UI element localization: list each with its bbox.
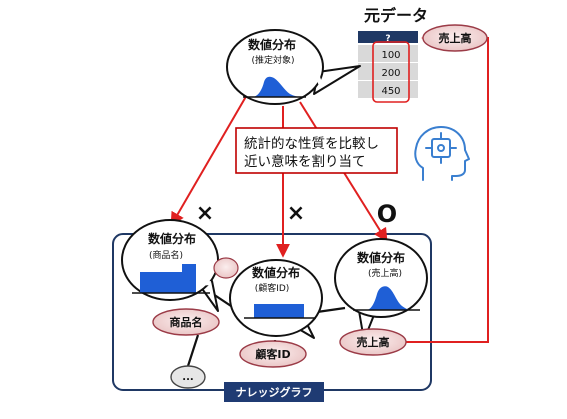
sales-tag-label: 売上高 — [357, 335, 390, 349]
knowledge-graph-label: ナレッジグラフ — [224, 382, 324, 402]
more-node-shape — [170, 365, 206, 389]
original-data-header-text: ? — [385, 34, 390, 44]
sales-title: 数値分布 — [357, 250, 405, 265]
product-node: 数値分布 (商品名) 商品名 — [121, 219, 239, 336]
sales-subtitle: (売上高) — [368, 267, 402, 279]
original-data-header — [358, 31, 418, 43]
customer-subtitle: (顧客ID) — [255, 282, 290, 294]
product-hidden-tag — [213, 257, 239, 279]
sales-tag-top: 売上高 — [422, 24, 488, 52]
mark-middle: × — [287, 201, 305, 226]
original-data: 元データ ? 100 200 450 — [358, 6, 428, 103]
mark-left: × — [196, 201, 214, 226]
sales-tag-top-shape — [422, 24, 488, 52]
knowledge-graph-label-bar — [224, 382, 324, 402]
original-data-title: 元データ — [364, 6, 428, 25]
arrow-to-product — [170, 92, 249, 227]
edge-product-more — [186, 334, 200, 367]
estimation-subtitle: (推定対象) — [251, 54, 294, 66]
customer-tag-shape — [239, 340, 307, 368]
comparison-note-line2: 近い意味を割り当て — [244, 153, 366, 170]
customer-tag-label: 顧客ID — [255, 347, 290, 361]
comparison-note-line1: 統計的な性質を比較し — [244, 136, 379, 152]
product-distribution-shape — [140, 264, 196, 293]
more-node: ... — [170, 365, 206, 389]
product-title: 数値分布 — [148, 231, 196, 246]
knowledge-graph-label-text: ナレッジグラフ — [236, 385, 313, 399]
customer-node: 数値分布 (顧客ID) 顧客ID — [229, 259, 323, 368]
ai-head-icon — [414, 126, 470, 181]
more-node-label: ... — [182, 372, 193, 383]
mark-right: O — [377, 200, 397, 228]
product-tag-shape — [152, 308, 220, 336]
sales-bubble-body — [334, 238, 428, 318]
product-tag-label: 商品名 — [170, 315, 203, 329]
customer-title: 数値分布 — [252, 265, 300, 280]
estimation-target-bubble: 数値分布 (推定対象) — [226, 29, 361, 105]
comparison-note: 統計的な性質を比較し 近い意味を割り当て — [235, 127, 398, 174]
comparison-note-box — [235, 127, 398, 174]
original-data-value-3: 450 — [381, 86, 400, 97]
original-data-value-1: 100 — [381, 50, 400, 61]
original-data-highlight — [372, 41, 410, 103]
product-subtitle: (商品名) — [149, 249, 183, 261]
estimation-title: 数値分布 — [248, 37, 296, 52]
sales-tag-shape — [339, 328, 407, 356]
estimation-distribution-shape — [246, 76, 302, 97]
sales-node: 数値分布 (売上高) 売上高 — [334, 238, 428, 356]
sales-tag-top-label: 売上高 — [439, 31, 472, 45]
customer-distribution-shape — [254, 304, 304, 318]
sales-distribution-shape — [360, 286, 412, 310]
estimation-bubble-body — [226, 29, 324, 105]
original-data-value-2: 200 — [381, 68, 400, 79]
estimation-bubble-tail-cover — [315, 73, 323, 87]
